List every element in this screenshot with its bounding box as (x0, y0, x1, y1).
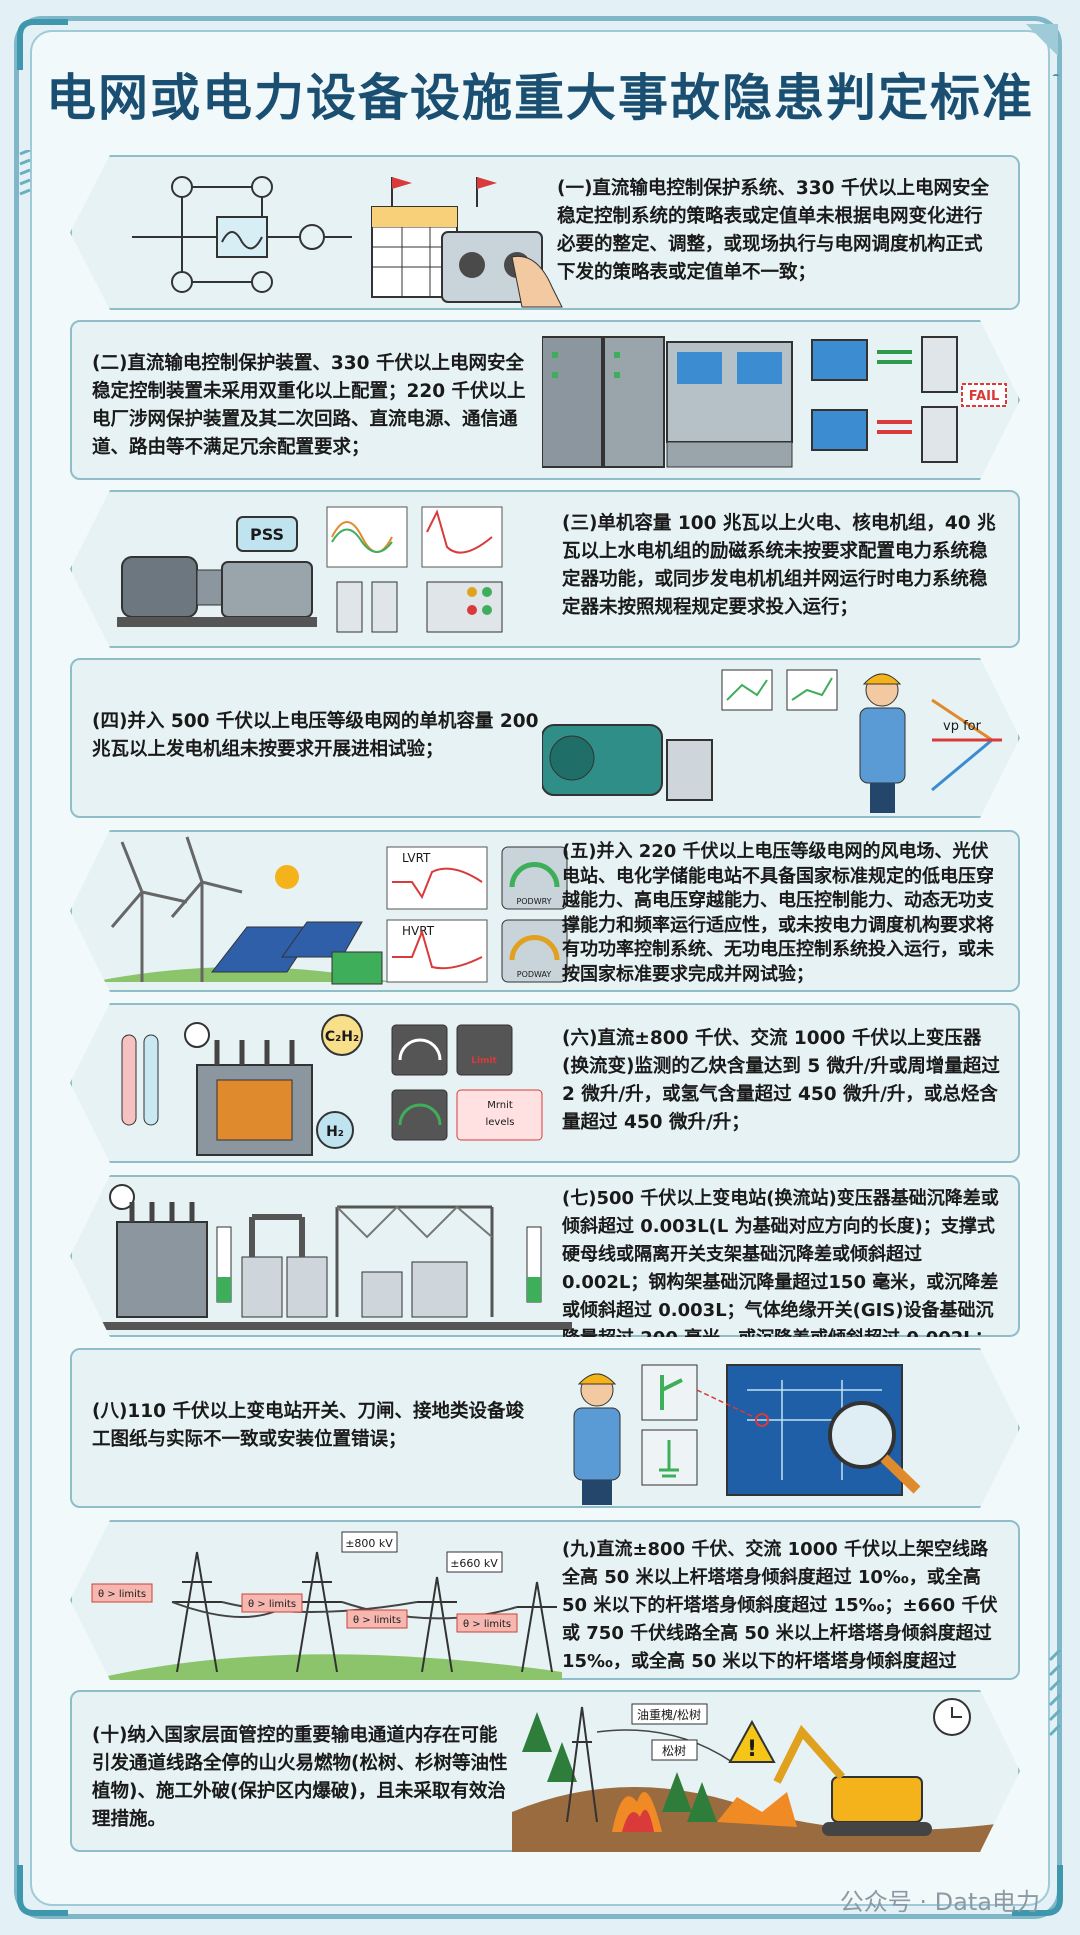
theta-limit-label-3: θ > limits (353, 1615, 401, 1626)
item-card-8: (八)110 千伏以上变电站开关、刀闸、接地类设备竣工图纸与实际不一致或安装位置… (70, 1348, 1020, 1508)
phase-test-illustration: vp for (542, 660, 1012, 816)
item-text-9: (九)直流±800 千伏、交流 1000 千伏以上架空线路全高 50 米以上杆塔… (562, 1539, 998, 1680)
theta-limit-label-1: θ > limits (98, 1589, 146, 1600)
item-text-7: (七)500 千伏以上变电站(换流站)变压器基础沉降差或倾斜超过 0.003L(… (562, 1188, 999, 1337)
podwry-label: PODWRY (516, 897, 551, 906)
tower-tilt-illustration: ±800 kV ±660 kV θ > limits θ > limits θ … (82, 1522, 612, 1680)
item-card-10: (十)纳入国家层面管控的重要输电通道内存在可能引发通道线路全停的山火易燃物(松树… (70, 1690, 1020, 1852)
item-card-7: (七)500 千伏以上变电站(换流站)变压器基础沉降差或倾斜超过 0.003L(… (70, 1175, 1020, 1337)
pine-label: 松树 (662, 1743, 686, 1758)
item-text-5: (五)并入 220 千伏以上电压等级电网的风电场、光伏电站、电化学储能电站不具备… (562, 841, 994, 985)
item-text-4: (四)并入 500 千伏以上电压等级电网的单机容量 200 兆瓦以上发电机组未按… (92, 711, 539, 760)
item-card-1: (一)直流输电控制保护系统、330 千伏以上电网安全稳定控制系统的策略表或定值单… (70, 155, 1020, 310)
drawing-inspection-illustration (542, 1350, 1012, 1506)
item-card-9: ±800 kV ±660 kV θ > limits θ > limits θ … (70, 1520, 1020, 1680)
renewable-station-illustration: LVRT HVRT PODWRY PODWAY (92, 832, 612, 990)
fail-label: FAIL (969, 389, 1000, 404)
item-card-2: (二)直流输电控制保护装置、330 千伏以上电网安全稳定控制装置未采用双重化以上… (70, 320, 1020, 480)
outer-frame (14, 16, 1062, 1919)
generator-pss-illustration: PSS (102, 492, 602, 646)
stripe-deco-left (19, 150, 31, 196)
hvrt-label: HVRT (402, 924, 435, 938)
item-text-10: (十)纳入国家层面管控的重要输电通道内存在可能引发通道线路全停的山火易燃物(松树… (92, 1725, 508, 1830)
substation-foundation-illustration (92, 1177, 602, 1335)
item-card-3: PSS (三)单机容量 100 兆瓦以上火电、核电机组，40 兆瓦以上水电机组的… (70, 490, 1020, 648)
c2h2-label: C₂H₂ (325, 1029, 359, 1045)
corner-deco-top-left (17, 19, 68, 70)
limit-label: Limit (471, 1056, 497, 1066)
wildfire-construction-illustration: 油重槐/松树 松树 ! (512, 1692, 1012, 1850)
item-text-1: (一)直流输电控制保护系统、330 千伏以上电网安全稳定控制系统的策略表或定值单… (557, 178, 989, 283)
theta-limit-label-2: θ > limits (248, 1599, 296, 1610)
theta-limit-label-4: θ > limits (463, 1619, 511, 1630)
kv800-label: ±800 kV (345, 1537, 393, 1550)
levels-label: levels (486, 1117, 515, 1128)
stripe-deco-right (1048, 1650, 1062, 1737)
corner-deco-bottom-right (1012, 1865, 1063, 1916)
page-title: 电网或电力设备设施重大事故隐患判定标准 (46, 69, 1034, 127)
item-card-4: (四)并入 500 千伏以上电压等级电网的单机容量 200 兆瓦以上发电机组未按… (70, 658, 1020, 818)
redundancy-illustration: FAIL (542, 322, 1012, 478)
h2-label: H₂ (326, 1124, 344, 1140)
item-text-2: (二)直流输电控制保护装置、330 千伏以上电网安全稳定控制装置未采用双重化以上… (92, 353, 526, 458)
lvrt-label: LVRT (402, 851, 431, 865)
kv660-label: ±660 kV (450, 1557, 498, 1570)
mrnit-label: Mrnit (487, 1100, 513, 1111)
transformer-gas-illustration: C₂H₂ H₂ Limit Mrnit levels (102, 1005, 602, 1161)
item-card-5: LVRT HVRT PODWRY PODWAY (五)并入 220 千伏以上电压… (70, 830, 1020, 992)
pss-label: PSS (250, 525, 284, 544)
item-card-6: C₂H₂ H₂ Limit Mrnit levels (六)直流±800 千伏、… (70, 1003, 1020, 1163)
oil-pine-label: 油重槐/松树 (637, 1707, 701, 1722)
item-text-6: (六)直流±800 千伏、交流 1000 千伏以上变压器(换流变)监测的乙炔含量… (562, 1028, 1000, 1133)
item-text-8: (八)110 千伏以上变电站开关、刀闸、接地类设备竣工图纸与实际不一致或安装位置… (92, 1401, 524, 1450)
corner-deco-top-right (1026, 24, 1060, 76)
warning-icon: ! (747, 1737, 757, 1762)
item-text-3: (三)单机容量 100 兆瓦以上火电、核电机组，40 兆瓦以上水电机组的励磁系统… (562, 513, 996, 618)
podway-label: PODWAY (517, 970, 552, 979)
vp-for-label: vp for (943, 719, 982, 734)
watermark: 公众号 · Data电力 (839, 1888, 1040, 1916)
corner-deco-bottom-left (17, 1865, 68, 1916)
control-system-illustration (112, 157, 592, 308)
